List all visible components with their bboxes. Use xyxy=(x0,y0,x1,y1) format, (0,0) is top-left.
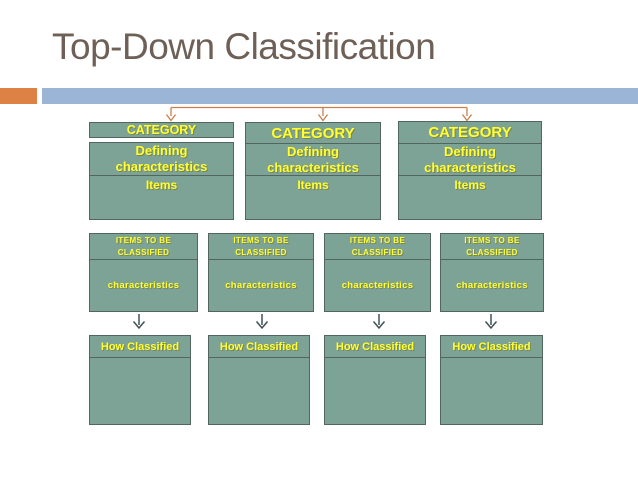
down-arrow-icon xyxy=(132,314,498,330)
items-to-classify-box: ITEMS TO BE CLASSIFIED characteristics xyxy=(440,233,544,312)
category-title-section: CATEGORY xyxy=(399,122,541,144)
defining-section: Defining characteristics xyxy=(246,144,380,176)
items-to-classify-header: ITEMS TO BE CLASSIFIED xyxy=(325,234,430,260)
defining-section: Defining characteristics xyxy=(90,143,233,176)
defining-label: Defining characteristics xyxy=(424,143,516,175)
accent-bar-orange-block xyxy=(0,88,37,104)
items-label: Items xyxy=(297,178,329,192)
items-to-classify-label: ITEMS TO BE CLASSIFIED xyxy=(464,236,520,257)
how-classified-box: How Classified xyxy=(440,335,543,425)
slide-title: Top-Down Classification xyxy=(52,26,436,67)
items-label: Items xyxy=(454,178,486,192)
category-2-box: CATEGORY Defining characteristics Items xyxy=(245,122,381,220)
how-classified-header: How Classified xyxy=(325,336,425,358)
items-section: Items xyxy=(399,176,541,219)
items-section: Items xyxy=(246,176,380,219)
defining-label: Defining characteristics xyxy=(267,143,359,175)
characteristics-label: characteristics xyxy=(341,280,414,291)
how-classified-header: How Classified xyxy=(209,336,309,358)
items-to-classify-box: ITEMS TO BE CLASSIFIED characteristics xyxy=(324,233,431,312)
items-to-classify-label: ITEMS TO BE CLASSIFIED xyxy=(349,236,406,257)
how-classified-label: How Classified xyxy=(335,340,415,353)
category-title: CATEGORY xyxy=(271,124,355,142)
defining-section: Defining characteristics xyxy=(399,144,541,176)
items-section: Items xyxy=(90,176,233,219)
branch-arrow-icon xyxy=(165,106,473,122)
category-title-section: CATEGORY xyxy=(246,123,380,144)
how-classified-box: How Classified xyxy=(208,335,310,425)
items-to-classify-label: ITEMS TO BE CLASSIFIED xyxy=(115,236,172,257)
how-classified-body xyxy=(90,358,190,424)
characteristics-label: characteristics xyxy=(107,280,180,291)
category-title: CATEGORY xyxy=(126,122,197,137)
items-to-classify-box: ITEMS TO BE CLASSIFIED characteristics xyxy=(208,233,314,312)
characteristics-section: characteristics xyxy=(90,260,197,311)
items-to-classify-box: ITEMS TO BE CLASSIFIED characteristics xyxy=(89,233,198,312)
characteristics-section: characteristics xyxy=(209,260,313,311)
items-to-classify-header: ITEMS TO BE CLASSIFIED xyxy=(90,234,197,260)
how-classified-header: How Classified xyxy=(441,336,542,358)
how-classified-header: How Classified xyxy=(90,336,190,358)
items-to-classify-header: ITEMS TO BE CLASSIFIED xyxy=(209,234,313,260)
category-1-header-box: CATEGORY xyxy=(89,122,234,138)
how-classified-body xyxy=(441,358,542,424)
characteristics-label: characteristics xyxy=(225,280,297,291)
items-to-classify-header: ITEMS TO BE CLASSIFIED xyxy=(441,234,543,260)
characteristics-section: characteristics xyxy=(325,260,430,311)
category-3-box: CATEGORY Defining characteristics Items xyxy=(398,121,542,220)
how-classified-box: How Classified xyxy=(324,335,426,425)
defining-label: Defining characteristics xyxy=(115,143,208,174)
category-title: CATEGORY xyxy=(428,124,512,141)
how-classified-body xyxy=(325,358,425,424)
characteristics-label: characteristics xyxy=(456,280,528,291)
items-label: Items xyxy=(145,178,178,192)
characteristics-section: characteristics xyxy=(441,260,543,311)
how-classified-label: How Classified xyxy=(452,340,531,353)
how-classified-body xyxy=(209,358,309,424)
category-1-body-box: Defining characteristics Items xyxy=(89,142,234,220)
accent-bar-blue xyxy=(42,88,638,104)
how-classified-label: How Classified xyxy=(219,340,299,353)
items-to-classify-label: ITEMS TO BE CLASSIFIED xyxy=(233,236,289,257)
how-classified-box: How Classified xyxy=(89,335,191,425)
how-classified-label: How Classified xyxy=(100,340,180,353)
